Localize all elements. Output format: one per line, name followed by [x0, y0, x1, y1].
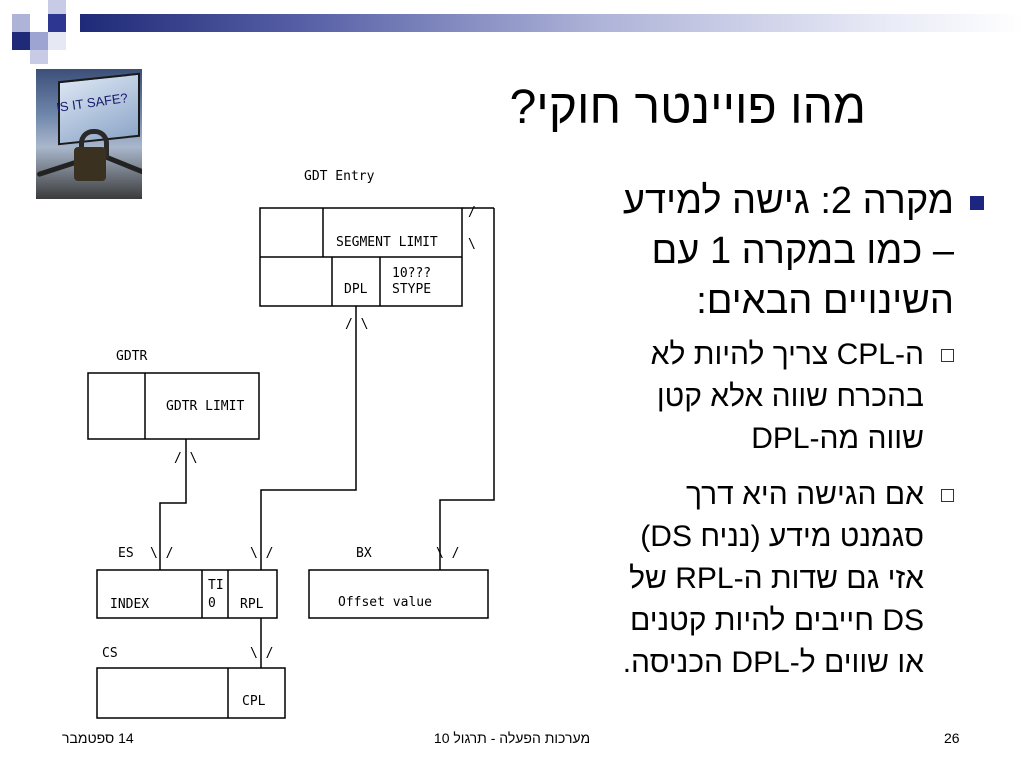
slide-content: מקרה 2: גישה למידע – כמו במקרה 1 עם השינ… — [534, 176, 984, 684]
segment-selector-diagram: GDT Entry SEGMENT LIMIT DPL 10??? STYPE … — [87, 169, 495, 719]
cpl-field: CPL — [242, 694, 266, 709]
bullet-line: אם הגישה היא דרך — [685, 478, 924, 511]
cs-label: CS — [102, 646, 118, 661]
bullet-line: או שווים ל-DPL הכניסה. — [622, 646, 924, 679]
gdtr-box — [87, 372, 260, 440]
stype-field-bottom: STYPE — [392, 282, 431, 297]
main-bullet: מקרה 2: גישה למידע – כמו במקרה 1 עם השינ… — [534, 176, 984, 326]
sub-bullet-rpl: אם הגישה היא דרך סגמנט מידע (נניח DS) אז… — [534, 474, 954, 684]
square-bullet-icon — [970, 196, 984, 210]
bullet-line: – כמו במקרה 1 עם — [651, 230, 954, 272]
padlock-icon — [74, 147, 106, 181]
connector-dpl-to-rpl — [260, 306, 357, 570]
bullet-line: ה-CPL צריך להיות לא — [650, 338, 924, 371]
bx-register-box — [308, 569, 489, 619]
connector-gdt-to-bx — [439, 208, 495, 570]
deco-square — [12, 14, 30, 32]
padlock-shackle — [79, 129, 109, 158]
bullet-line: DS חייבים להיות קטנים — [629, 604, 924, 637]
gdtr-label: GDTR — [116, 349, 147, 364]
bullet-line: השינויים הבאים: — [696, 280, 954, 322]
slash-mark: \ / — [150, 546, 173, 561]
slide-number: 26 — [944, 730, 960, 746]
rpl-field: RPL — [240, 597, 264, 612]
bullet-line: בהכרח שווה אלא קטן — [656, 380, 924, 413]
deco-square — [30, 50, 48, 64]
deco-square — [48, 0, 66, 14]
gdt-entry-label: GDT Entry — [304, 169, 375, 184]
slash-mark: \ / — [436, 546, 459, 561]
stype-field-top: 10??? — [392, 266, 431, 281]
bullet-line: אזי גם שדות ה-RPL של — [629, 562, 924, 595]
sub-bullet-cpl: ה-CPL צריך להיות לא בהכרח שווה אלא קטן ש… — [534, 334, 954, 460]
hollow-square-bullet-icon — [941, 349, 954, 362]
bullet-line: שווה מה-DPL — [751, 422, 924, 455]
es-label: ES — [118, 546, 134, 561]
header-gradient-bar — [80, 14, 1024, 32]
ti-field-top: TI — [208, 578, 224, 593]
deco-square — [12, 32, 30, 50]
footer-date: 14 ספטמבר — [62, 730, 134, 746]
slash-mark: \ — [468, 237, 476, 252]
bullet-line: מקרה 2: גישה למידע — [622, 180, 954, 222]
es-selector-box — [96, 569, 278, 619]
deco-square — [30, 14, 48, 32]
cs-selector-box — [96, 667, 286, 719]
bullet-line: סגמנט מידע (נניח DS) — [640, 520, 924, 553]
hollow-square-bullet-icon — [941, 489, 954, 502]
ti-field-bottom: 0 — [208, 596, 216, 611]
deco-square — [48, 32, 66, 50]
footer-course: מערכות הפעלה - תרגול 10 — [433, 730, 591, 746]
bx-label: BX — [356, 546, 372, 561]
deco-square — [48, 14, 66, 32]
deco-square — [30, 32, 48, 50]
slide-title: מהו פויינטר חוקי? — [509, 81, 866, 134]
segment-limit-field: SEGMENT LIMIT — [336, 235, 438, 250]
dpl-field: DPL — [344, 282, 368, 297]
slash-mark: / — [468, 205, 476, 220]
gdtr-limit-field: GDTR LIMIT — [166, 399, 244, 414]
slash-mark: \ / — [250, 546, 273, 561]
deco-square — [30, 0, 48, 14]
slash-mark: \ / — [250, 646, 273, 661]
is-it-safe-illustration: IS IT SAFE? — [36, 69, 142, 199]
index-field: INDEX — [110, 597, 149, 612]
offset-value-field: Offset value — [338, 595, 432, 610]
connector-gdtr-to-es — [159, 439, 187, 570]
